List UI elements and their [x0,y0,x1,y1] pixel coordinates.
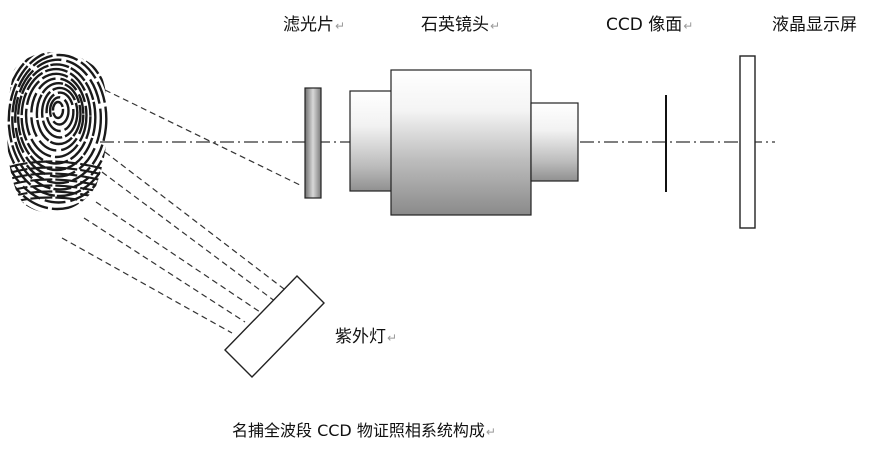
fingerprint-ridge [7,52,108,204]
fingerprint-ridge [48,96,70,126]
uv-ray [95,201,261,313]
uv-ray [83,217,246,323]
quartz-lens [349,69,579,216]
fingerprint-ridge [16,63,97,172]
filter-plate [304,87,322,199]
filter-label: 滤光片↵ [283,15,346,35]
fingerprint-ridge [45,91,75,133]
fingerprint-ridge [7,178,108,190]
fingerprint-ridge [7,172,108,184]
uv-lamp-label: 紫外灯↵ [335,327,398,347]
lcd-label: 液晶显示屏 [772,15,857,35]
fingerprint-ridge [11,53,108,185]
fingerprint-ridge [20,67,92,165]
fingerprint-ridge [24,72,88,159]
fingerprint-ridge [7,52,108,191]
lens-body [390,69,532,216]
uv-light-rays [61,151,289,334]
fingerprint-ridge [7,52,108,198]
lens-front-ring [349,90,393,192]
fingerprint-ridge [7,52,108,211]
projection-lines [104,89,303,187]
uv-ray [61,237,233,334]
fingerprint-illustration [7,52,108,213]
fingerprint-ridge [14,58,103,178]
fingerprint-ridge [35,81,82,146]
lcd-screen [739,55,756,229]
fingerprint-ridge [40,86,79,139]
ccd-label: CCD 像面↵ [606,15,694,35]
lens-label: 石英镜头↵ [421,15,501,35]
diagram-caption: 名捕全波段 CCD 物证照相系统构成↵ [232,421,496,440]
lens-rear-ring [530,102,579,182]
fingerprint-ridge [51,100,65,120]
uv-ray [101,171,277,303]
fingerprint-ridge [30,77,85,152]
fingerprint-ridge [7,160,108,172]
uv-ray [104,151,289,293]
fingerprint-ridge [7,166,108,178]
uv-lamp [224,275,325,378]
projection-line-upper [104,89,303,187]
